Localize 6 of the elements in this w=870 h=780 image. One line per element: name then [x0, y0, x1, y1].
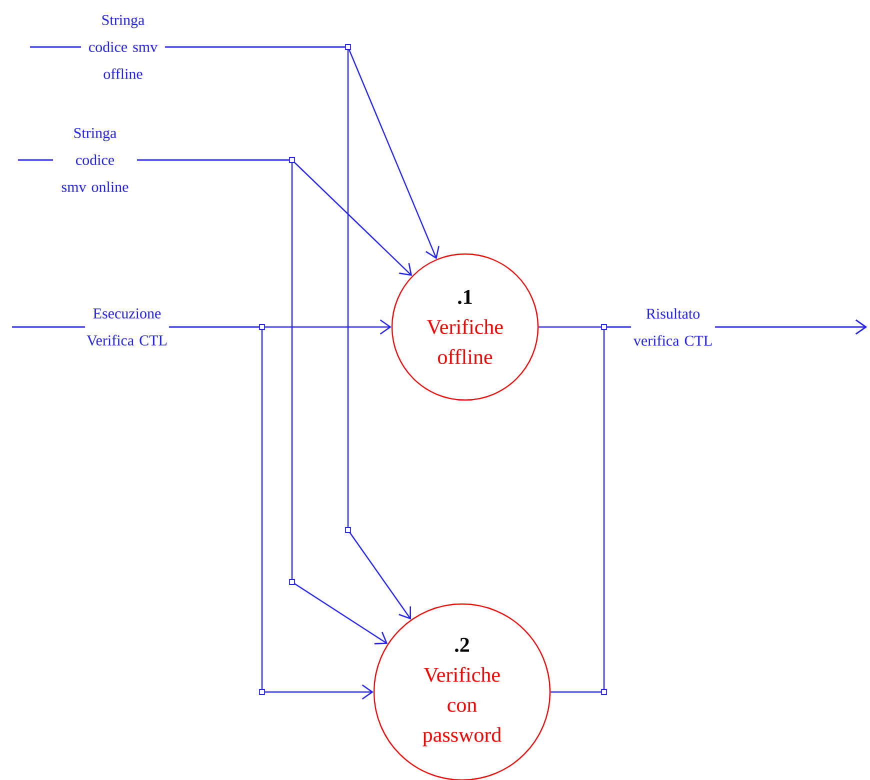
edge-label: Stringa codice smv online	[53, 126, 137, 194]
edge-label: Esecuzione Verifica CTL	[85, 307, 169, 347]
arrow	[30, 46, 412, 620]
arrow	[18, 159, 388, 644]
edge-label: Risultato verifica CTL	[631, 307, 715, 347]
edge-label: Stringa codice smv offline	[81, 14, 165, 80]
